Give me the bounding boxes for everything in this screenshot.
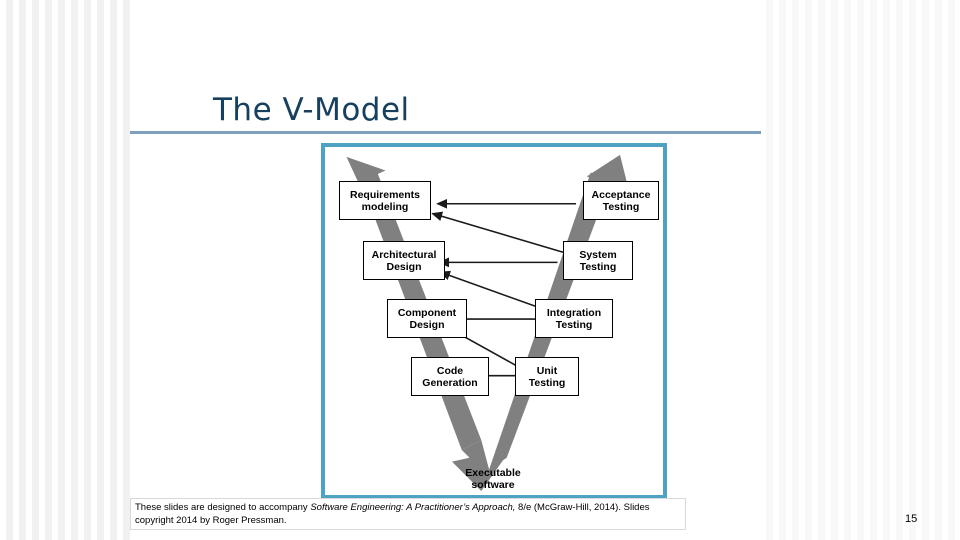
right-stripe-decoration [760, 0, 960, 540]
connector-system-to-requirements [431, 211, 565, 254]
title-divider [130, 131, 761, 134]
diagram-box-label: Architectural Design [371, 248, 437, 273]
diagram-box-label: Integration Testing [546, 306, 602, 331]
diagram-box-label: Code Generation [422, 364, 478, 389]
diagram-box-component-design: Component Design [387, 299, 467, 338]
diagram-box-label: Component Design [397, 306, 457, 331]
diagram-box-label: Requirements modeling [349, 188, 421, 213]
diagram-label-executable-software: Executable software [465, 467, 521, 491]
diagram-box-label: System Testing [579, 248, 617, 273]
connector-integration-to-architectural [439, 270, 545, 311]
footnote-prefix: These slides are designed to accompany [135, 502, 311, 513]
diagram-box-requirements-modeling: Requirements modeling [339, 181, 431, 220]
diagram-box-integration-testing: Integration Testing [535, 299, 613, 338]
left-stripe-decoration [0, 0, 130, 540]
diagram-box-unit-testing: Unit Testing [515, 357, 579, 396]
v-model-figure: Requirements modeling Architectural Desi… [321, 143, 667, 499]
diagram-box-label: Acceptance Testing [591, 188, 651, 213]
page-title: The V-Model [213, 92, 410, 128]
diagram-box-acceptance-testing: Acceptance Testing [583, 181, 659, 220]
diagram-box-code-generation: Code Generation [411, 357, 489, 396]
diagram-box-system-testing: System Testing [563, 241, 633, 280]
diagram-box-label: Unit Testing [528, 364, 566, 389]
page-number: 15 [905, 513, 918, 525]
diagram-box-architectural-design: Architectural Design [363, 241, 445, 280]
footnote-suffix: 8/e (McGraw-Hill, 2014). Slides copyrigh… [135, 502, 650, 526]
footnote: These slides are designed to accompany S… [130, 498, 686, 530]
footnote-title: Software Engineering: A Practitioner’s A… [310, 502, 516, 513]
